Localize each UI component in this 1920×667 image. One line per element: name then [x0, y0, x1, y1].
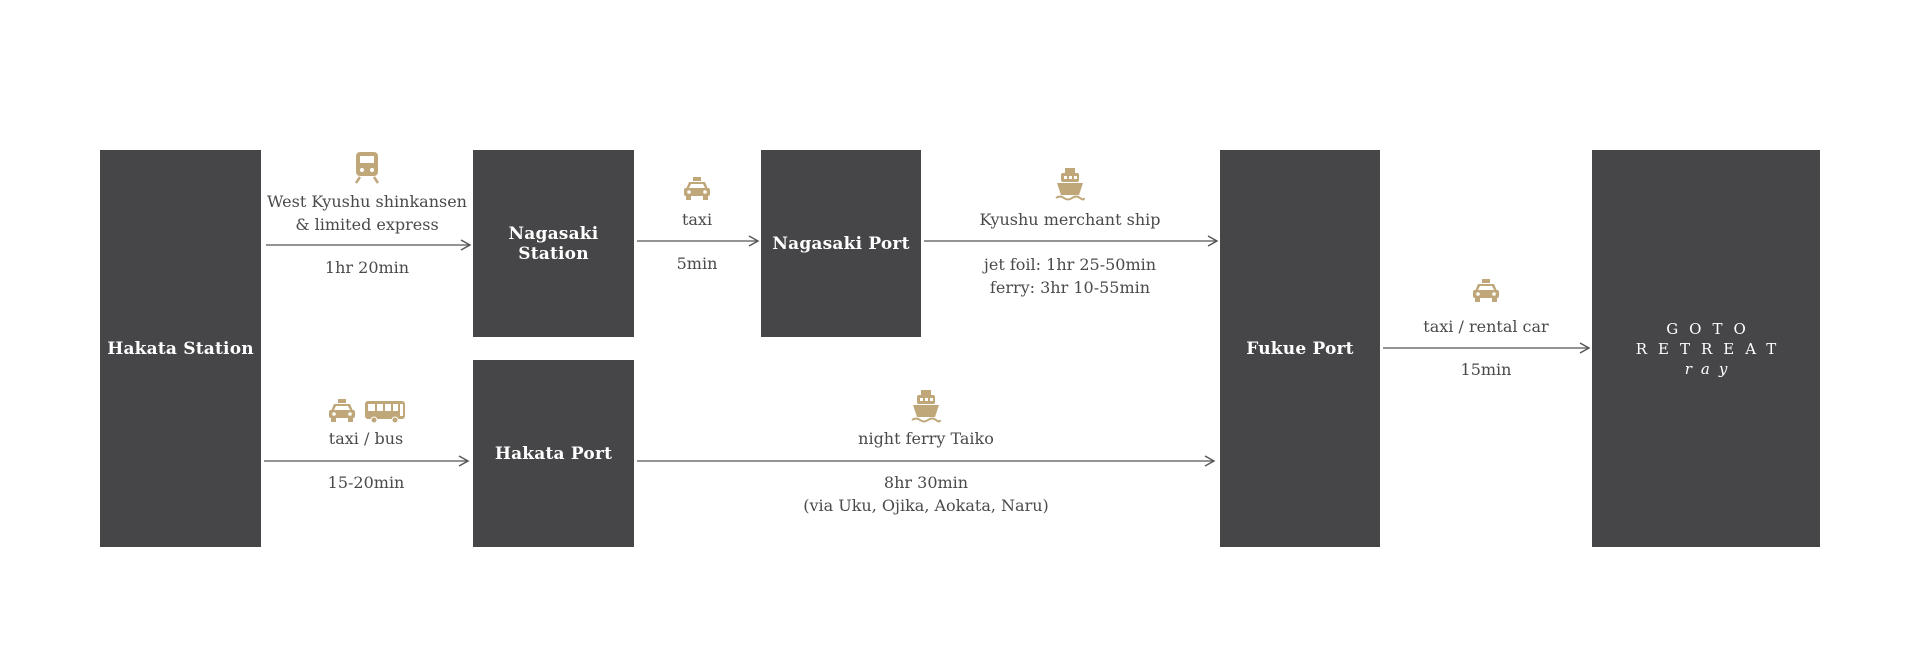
merchant-ship-time-label: jet foil: 1hr 25-50min ferry: 3hr 10-55m…: [984, 253, 1156, 299]
taxi-rental-mode-label: taxi / rental car: [1423, 317, 1549, 336]
taxi-bus-time-label: 15-20min: [327, 473, 405, 492]
night-ferry-time-line1: 8hr 30min: [883, 473, 969, 492]
taxi-icon: [684, 177, 710, 200]
shinkansen-mode-label: West Kyushu shinkansen & limited express: [267, 190, 467, 236]
hakata-station-label: Hakata Station: [107, 338, 254, 359]
shinkansen-mode-line2: & limited express: [295, 215, 439, 234]
taxi-rental-time-label: 15min: [1460, 360, 1512, 379]
goto-retreat-line1: GOTO: [1666, 319, 1757, 338]
nagasaki-port-label: Nagasaki Port: [772, 233, 910, 254]
taxi-bus-mode-label: taxi / bus: [328, 429, 404, 448]
goto-retreat-line2: RETREAT: [1635, 339, 1788, 358]
goto-retreat-line3: ray: [1684, 359, 1737, 378]
taxi-nagasaki-mode-label: taxi: [681, 210, 713, 229]
train-icon: [354, 152, 380, 184]
merchant-ship-mode-label: Kyushu merchant ship: [979, 210, 1161, 229]
taxi-icon: [1473, 279, 1499, 302]
hakata-station-box: Hakata Station: [100, 150, 261, 547]
fukue-port-label: Fukue Port: [1246, 338, 1354, 359]
shinkansen-time-label: 1hr 20min: [324, 258, 410, 277]
fukue-port-box: Fukue Port: [1220, 150, 1380, 547]
night-ferry-mode-label: night ferry Taiko: [858, 429, 994, 448]
hakata-port-box: Hakata Port: [473, 360, 634, 547]
merchant-ship-time-line2: ferry: 3hr 10-55min: [989, 278, 1151, 297]
night-ferry-time-line2: (via Uku, Ojika, Aokata, Naru): [803, 496, 1049, 515]
hakata-port-label: Hakata Port: [494, 443, 613, 464]
goto-retreat-box: GOTO RETREAT ray: [1592, 150, 1820, 547]
taxi-nagasaki-time-label: 5min: [676, 254, 718, 273]
nagasaki-station-box: Nagasaki Station: [473, 150, 634, 337]
ship-icon: [911, 390, 941, 423]
ship-icon: [1055, 168, 1085, 201]
nagasaki-station-label: Nagasaki Station: [508, 223, 599, 264]
night-ferry-time-label: 8hr 30min (via Uku, Ojika, Aokata, Naru): [803, 471, 1049, 517]
bus-icon: [365, 401, 405, 424]
nagasaki-port-box: Nagasaki Port: [761, 150, 921, 337]
taxi-icon: [329, 399, 355, 422]
shinkansen-mode-line1: West Kyushu shinkansen: [267, 192, 467, 211]
merchant-ship-time-line1: jet foil: 1hr 25-50min: [983, 255, 1157, 274]
